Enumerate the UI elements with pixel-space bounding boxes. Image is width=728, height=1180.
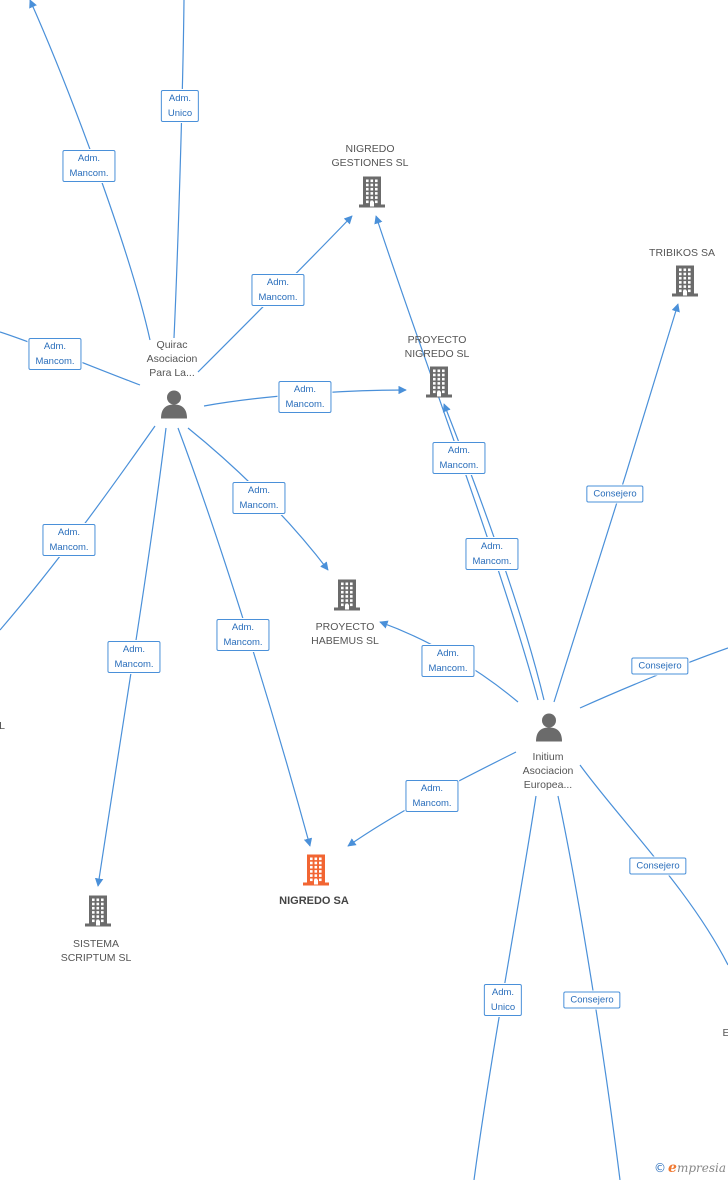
person-icon[interactable] — [534, 712, 564, 747]
edge-label[interactable]: Adm. Mancom. — [232, 482, 286, 514]
edge-label[interactable]: Adm. Mancom. — [62, 150, 116, 182]
edge-line — [473, 795, 537, 1180]
copyright-symbol: © — [654, 1161, 667, 1175]
brand-footer: ©empresia — [654, 1160, 726, 1176]
edge-label[interactable]: Consejero — [631, 657, 689, 675]
node-label-nigredo-gestiones[interactable]: NIGREDO GESTIONES SL — [331, 143, 409, 169]
node-label-proyecto-nigredo[interactable]: PROYECTO NIGREDO SL — [404, 334, 470, 360]
edge-label[interactable]: Adm. Mancom. — [465, 538, 519, 570]
edge-label[interactable]: Adm. Unico — [483, 984, 523, 1016]
node-label-initium[interactable]: Initium Asociacion Europea... — [522, 751, 574, 791]
node-label-sistema-scriptum[interactable]: SISTEMA SCRIPTUM SL — [60, 938, 132, 964]
node-label-nigredo-sa[interactable]: NIGREDO SA — [279, 895, 349, 907]
node-label-tribikos[interactable]: TRIBIKOS SA — [649, 247, 715, 259]
edge-label[interactable]: Adm. Mancom. — [216, 619, 270, 651]
person-icon[interactable] — [159, 389, 189, 424]
edge-label[interactable]: Adm. Unico — [160, 90, 200, 122]
edge-line — [557, 795, 621, 1180]
edge-line — [579, 647, 728, 709]
building-icon[interactable] — [357, 175, 387, 214]
edge-label[interactable]: Adm. Mancom. — [421, 645, 475, 677]
building-icon[interactable] — [670, 264, 700, 303]
edge-line — [173, 0, 185, 339]
edge-label[interactable]: Adm. Mancom. — [278, 381, 332, 413]
building-icon[interactable] — [83, 894, 113, 933]
node-label-quirac[interactable]: Quirac Asociacion Para La... — [146, 339, 198, 379]
brand-logo-initial: e — [668, 1160, 677, 1176]
edge-line — [553, 303, 680, 703]
edge-label[interactable]: Adm. Mancom. — [251, 274, 305, 306]
edge-label[interactable]: Consejero — [563, 991, 621, 1009]
edge-label[interactable]: Adm. Mancom. — [28, 338, 82, 370]
edge-label[interactable]: Adm. Mancom. — [432, 442, 486, 474]
edge-label[interactable]: Adm. Mancom. — [42, 524, 96, 556]
building-icon[interactable] — [301, 853, 331, 892]
node-label-right-cut[interactable]: E — [722, 1027, 728, 1039]
edge-label[interactable]: Consejero — [629, 857, 687, 875]
edge-label[interactable]: Adm. Mancom. — [107, 641, 161, 673]
node-label-left-cut[interactable]: L — [0, 720, 5, 732]
edge-label[interactable]: Adm. Mancom. — [405, 780, 459, 812]
building-icon[interactable] — [332, 578, 362, 617]
building-icon[interactable] — [424, 365, 454, 404]
brand-logo-text: mpresia — [676, 1161, 726, 1175]
node-label-proyecto-habemus[interactable]: PROYECTO HABEMUS SL — [311, 621, 379, 647]
edge-label[interactable]: Consejero — [586, 485, 644, 503]
